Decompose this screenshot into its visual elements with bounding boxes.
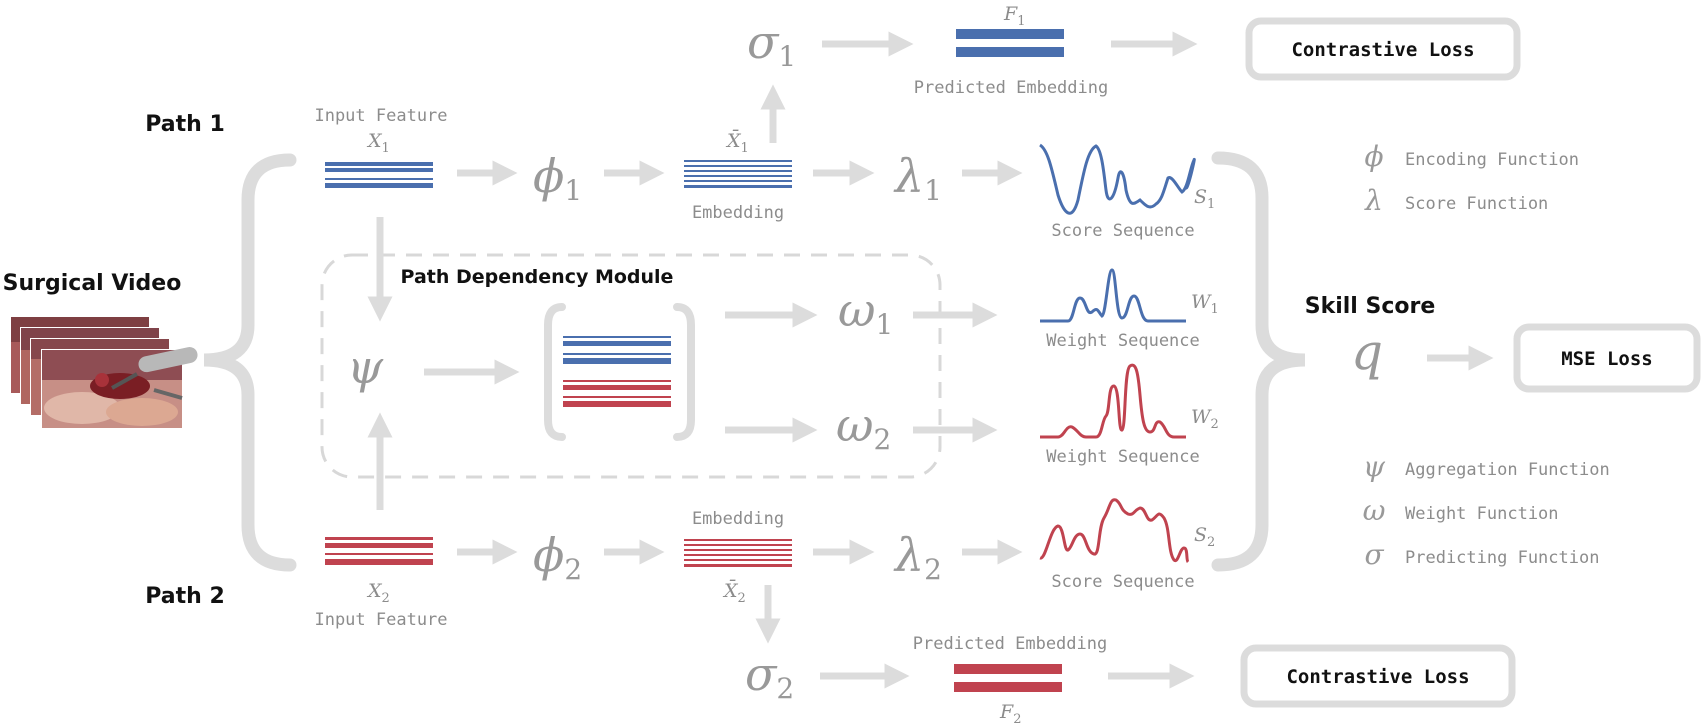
legend-omega-symbol: ω [1363,494,1386,527]
skill-score-title: Skill Score [1305,294,1436,319]
omega2-symbol: ω2 [836,398,891,456]
f2-label: F2 [999,701,1021,727]
output-brace [1211,151,1306,572]
legend-sigma-symbol: σ [1364,538,1384,571]
omega1-symbol: ω1 [838,283,893,341]
f1-label: F1 [1003,3,1025,29]
sigma2-symbol: σ2 [745,647,794,705]
legend-lambda-text: Score Function [1405,194,1548,214]
predicted-embedding-1-label: Predicted Embedding [914,78,1108,98]
mse-loss-box: MSE Loss [1513,323,1701,393]
x1-label: X1 [366,130,390,156]
s1-label: S1 [1194,186,1215,212]
path2-title: Path 2 [145,584,225,609]
contrastive-loss-2-box: Contrastive Loss [1240,644,1516,708]
xbar2-label: X̄2 [722,579,746,606]
phi2-symbol: ϕ2 [533,528,582,586]
input-feature-1-label: Input Feature [314,106,447,126]
phi1-symbol: ϕ1 [533,149,582,207]
input-feature-2-bars [325,537,433,565]
legend-phi-text: Encoding Function [1405,150,1579,170]
predicted-embedding-2-label: Predicted Embedding [913,634,1107,654]
aggregated-embedding-bracket [544,303,695,441]
path1-title: Path 1 [145,112,225,137]
arrows [367,31,1494,689]
lambda2-symbol: λ2 [893,528,942,586]
sigma1-symbol: σ1 [747,15,796,73]
surgical-video-frames [10,316,198,429]
surgical-video-title: Surgical Video [3,271,182,296]
embedding-2-label: Embedding [692,509,784,529]
score-sequence-1-label: Score Sequence [1051,221,1194,241]
s2-label: S2 [1194,524,1215,550]
weight-sequence-1-label: Weight Sequence [1046,331,1200,351]
legend-lambda-symbol: λ [1364,184,1383,217]
w2-label: W2 [1191,406,1219,432]
embedding-1-bars [684,160,792,188]
q-symbol: q [1351,323,1383,381]
embedding-2-bars [684,539,792,567]
score-sequence-2-label: Score Sequence [1051,572,1194,592]
x2-label: X2 [366,580,390,606]
weight-sequence-2-line [1040,363,1186,439]
weight-sequence-1-line [1040,268,1186,323]
embedding-1-label: Embedding [692,203,784,223]
contrastive-loss-1-label: Contrastive Loss [1291,39,1474,61]
input-brace [203,153,297,572]
legend-phi-symbol: ϕ [1364,140,1383,173]
input-feature-2-label: Input Feature [314,610,447,630]
xbar1-label: X̄1 [725,129,749,156]
legend: ϕ Encoding Function λ Score Function ψ A… [1363,140,1610,571]
input-feature-1-bars [325,162,433,188]
legend-psi-symbol: ψ [1363,450,1386,483]
score-sequence-2-line [1039,498,1190,564]
w1-label: W1 [1191,291,1219,317]
path-dependency-module-title: Path Dependency Module [401,266,674,288]
legend-psi-text: Aggregation Function [1405,460,1610,480]
contrastive-loss-2-label: Contrastive Loss [1286,666,1469,688]
legend-omega-text: Weight Function [1405,504,1559,524]
video-frame-1 [41,347,198,429]
mse-loss-label: MSE Loss [1561,348,1653,370]
weight-sequence-2-label: Weight Sequence [1046,447,1200,467]
psi-symbol: ψ [347,340,384,394]
path-dependency-module-box [320,253,942,479]
legend-sigma-text: Predicting Function [1405,548,1599,568]
score-sequence-1-line [1039,143,1196,215]
predicted-embedding-1-bars [956,29,1064,57]
lambda1-symbol: λ1 [893,149,942,207]
contrastive-loss-1-box: Contrastive Loss [1245,17,1521,81]
predicted-embedding-2-bars [954,664,1062,692]
